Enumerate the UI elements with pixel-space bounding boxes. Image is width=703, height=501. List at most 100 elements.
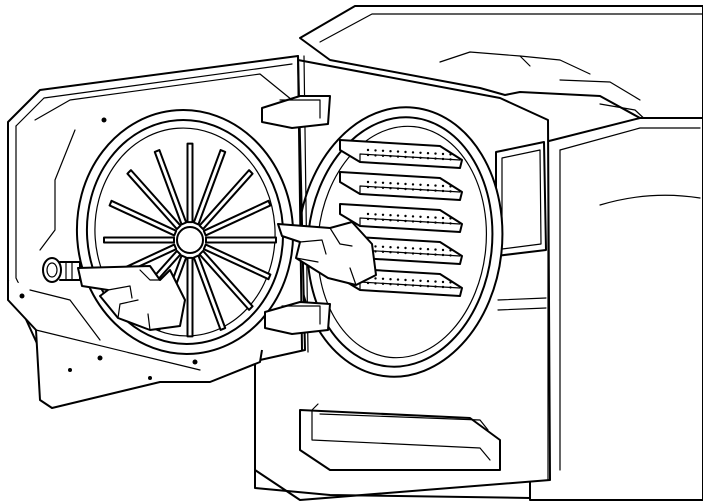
tray-perforation bbox=[441, 152, 445, 156]
tray-perforation bbox=[411, 284, 415, 287]
tray-perforation bbox=[441, 184, 445, 188]
door-spoke bbox=[103, 236, 175, 244]
tray-perforation bbox=[434, 152, 437, 155]
door-spoke bbox=[205, 236, 277, 244]
tray-perforation bbox=[404, 246, 407, 250]
tray-perforation bbox=[396, 246, 400, 249]
tray-perforation bbox=[434, 189, 437, 192]
tray-perforation bbox=[434, 184, 437, 187]
tray-perforation bbox=[411, 252, 415, 255]
tray-perforation bbox=[396, 214, 400, 217]
tray-perforation bbox=[411, 215, 415, 218]
tray-perforation bbox=[441, 189, 445, 193]
tray-perforation bbox=[449, 222, 452, 225]
tray-perforation bbox=[449, 185, 452, 188]
tray-perforation bbox=[426, 285, 430, 288]
tray-perforation bbox=[411, 279, 415, 282]
tray-perforation bbox=[389, 283, 392, 286]
tray-perforation bbox=[374, 245, 377, 248]
tray-perforation bbox=[389, 187, 392, 190]
tray-perforation bbox=[449, 190, 452, 193]
tray-perforation bbox=[366, 153, 370, 157]
tray-perforation bbox=[404, 150, 407, 154]
tray-perforation bbox=[419, 247, 422, 250]
tray-perforation bbox=[411, 151, 415, 154]
tray bbox=[339, 139, 463, 169]
tray-perforation bbox=[434, 216, 437, 219]
tray-perforation bbox=[449, 249, 452, 252]
tray-perforation bbox=[419, 188, 422, 191]
tray-perforation bbox=[419, 151, 422, 154]
tray-perforation bbox=[374, 282, 377, 285]
tray-perforation bbox=[441, 221, 445, 225]
tray-perforation bbox=[404, 214, 407, 218]
tray-perforation bbox=[419, 183, 422, 186]
tray-perforation bbox=[426, 216, 430, 219]
tray-perforation bbox=[396, 278, 400, 281]
tray-perforation bbox=[419, 279, 422, 282]
door-hinge bbox=[261, 55, 331, 353]
door-spoke bbox=[186, 142, 194, 224]
tray-perforation bbox=[426, 189, 430, 192]
tray-perforation bbox=[366, 148, 370, 152]
tray-perforation bbox=[441, 216, 445, 220]
tray-perforation bbox=[426, 184, 430, 187]
tray-perforation bbox=[366, 185, 370, 189]
tray-perforation bbox=[411, 188, 415, 191]
tray-perforation bbox=[426, 152, 430, 155]
tray-perforation bbox=[381, 218, 385, 221]
door-spoke bbox=[153, 149, 188, 226]
tray-perforation bbox=[441, 280, 445, 284]
tray-perforation bbox=[366, 180, 370, 184]
tray-perforation bbox=[449, 286, 452, 289]
tray-perforation bbox=[389, 246, 392, 249]
tray-perforation bbox=[419, 215, 422, 218]
tray-perforation bbox=[404, 283, 407, 287]
tray-perforation bbox=[389, 155, 392, 158]
tray-perforation bbox=[434, 253, 437, 256]
tray-perforation bbox=[381, 282, 385, 285]
tray-perforation bbox=[374, 277, 377, 280]
tray bbox=[339, 203, 463, 233]
tray-perforation bbox=[449, 217, 452, 220]
tray-perforation bbox=[389, 182, 392, 185]
tray-perforation bbox=[411, 247, 415, 250]
tray-perforation bbox=[389, 251, 392, 254]
tray-rack bbox=[339, 139, 463, 297]
tray-perforation bbox=[419, 252, 422, 255]
tray-perforation bbox=[381, 149, 385, 152]
tray-perforation bbox=[404, 182, 407, 186]
tray-perforation bbox=[396, 150, 400, 153]
door-spoke bbox=[202, 199, 272, 237]
tray-perforation bbox=[404, 251, 407, 255]
tray-perforation bbox=[396, 182, 400, 185]
door-spoke bbox=[126, 169, 182, 231]
tray-perforation bbox=[404, 187, 407, 191]
door-spoke bbox=[198, 169, 254, 231]
tray-perforation bbox=[381, 277, 385, 280]
tray-perforation bbox=[434, 157, 437, 160]
tray-perforation bbox=[441, 248, 445, 252]
tray-perforation bbox=[434, 221, 437, 224]
tray-perforation bbox=[441, 285, 445, 289]
tray-perforation bbox=[381, 181, 385, 184]
tray-perforation bbox=[404, 278, 407, 282]
tray-perforation bbox=[381, 250, 385, 253]
tray-perforation bbox=[374, 149, 377, 152]
tray-perforation bbox=[381, 245, 385, 248]
tray-perforation bbox=[396, 155, 400, 158]
tray-perforation bbox=[449, 281, 452, 284]
tray-perforation bbox=[404, 219, 407, 223]
tray-perforation bbox=[396, 219, 400, 222]
door-spoke bbox=[192, 149, 227, 226]
hand-pointer bbox=[77, 221, 377, 331]
tray-perforation bbox=[374, 250, 377, 253]
tray-perforation bbox=[404, 155, 407, 159]
tray-perforation bbox=[366, 217, 370, 221]
tray-perforation bbox=[374, 154, 377, 157]
door-spoke bbox=[192, 254, 227, 331]
tray-perforation bbox=[434, 280, 437, 283]
tray-perforation bbox=[374, 186, 377, 189]
door-spoke bbox=[202, 243, 272, 281]
tray-perforation bbox=[419, 220, 422, 223]
